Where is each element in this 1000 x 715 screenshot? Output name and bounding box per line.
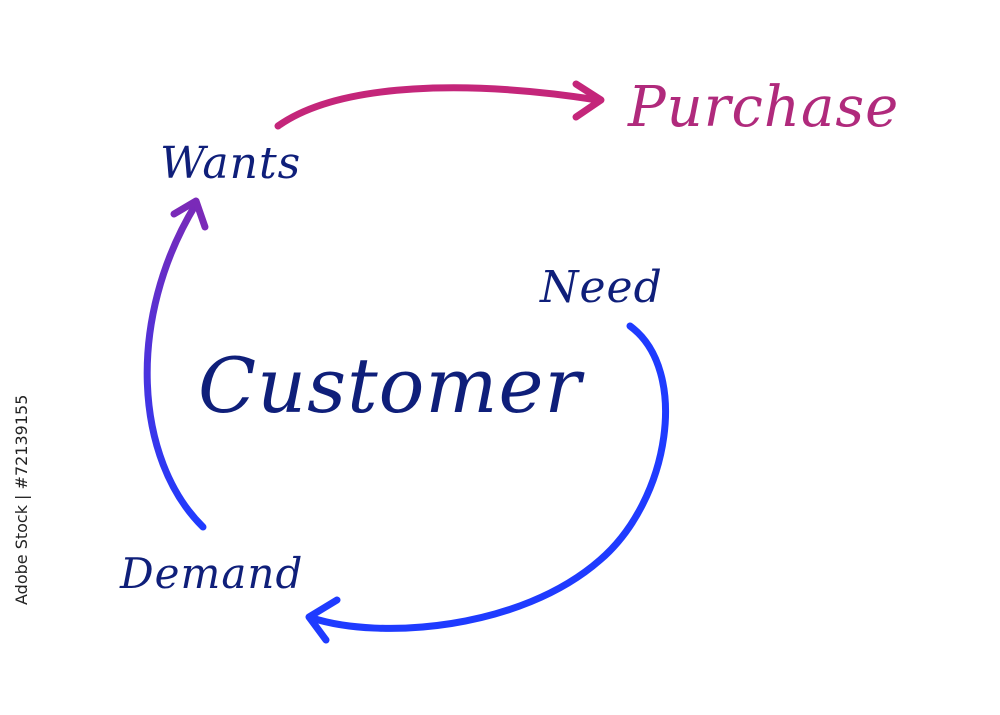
arrow-wants-to-purchase	[274, 84, 602, 130]
arrow-demand-to-wants	[143, 200, 207, 531]
arrowhead-demand-icon	[305, 596, 341, 644]
label-purchase: Purchase	[628, 75, 900, 140]
stock-credit: Adobe Stock | #72139155	[12, 394, 31, 605]
label-wants: Wants	[160, 138, 302, 189]
label-need: Need	[540, 262, 663, 313]
arrowhead-wants-icon	[170, 197, 209, 231]
label-customer: Customer	[198, 341, 582, 430]
arrow-need-to-demand	[308, 322, 669, 632]
arrowhead-purchase-icon	[572, 80, 605, 121]
label-demand: Demand	[120, 549, 304, 598]
